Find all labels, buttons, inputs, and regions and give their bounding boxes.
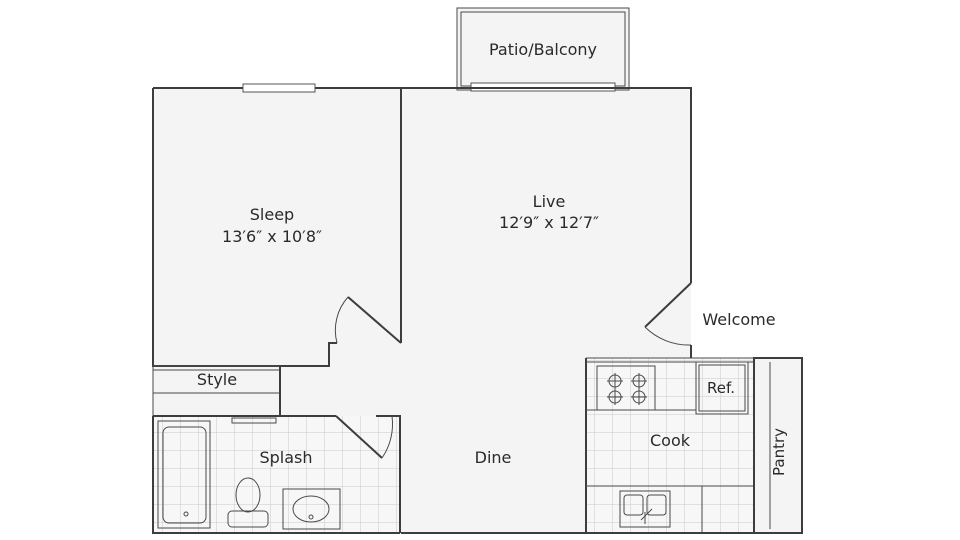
bathtub [157, 420, 211, 529]
stove [596, 365, 656, 411]
bath-sink [282, 488, 341, 530]
sleep-door-swing [334, 296, 349, 344]
patio-label: Patio/Balcony [489, 40, 597, 59]
kitchen-sink [619, 490, 671, 528]
refrigerator-label: Ref. [707, 379, 735, 397]
sleep-window [242, 83, 316, 93]
entry-door [644, 282, 692, 328]
bath-door-swing [381, 415, 394, 459]
splash-label: Splash [259, 448, 312, 467]
toilet [227, 477, 269, 528]
pantry [753, 357, 803, 534]
sleep-dimensions: 13′6″ x 10′8″ [222, 227, 322, 246]
towel-bar [231, 417, 277, 424]
bath-door [335, 415, 383, 459]
welcome-label: Welcome [702, 310, 775, 329]
entry-door-swing [644, 326, 692, 346]
style-label: Style [197, 370, 237, 389]
splash-bathroom [152, 415, 401, 534]
floor-fills [153, 8, 802, 533]
dine-label: Dine [475, 448, 512, 467]
refrigerator [695, 361, 749, 415]
live-dimensions: 12′9″ x 12′7″ [499, 213, 599, 232]
sleep-label: Sleep [250, 205, 294, 224]
sleep-door [347, 296, 402, 344]
live-label: Live [533, 192, 566, 211]
pantry-label: Pantry [770, 428, 788, 476]
live-room-walls [401, 87, 692, 358]
cook-label: Cook [650, 431, 691, 450]
